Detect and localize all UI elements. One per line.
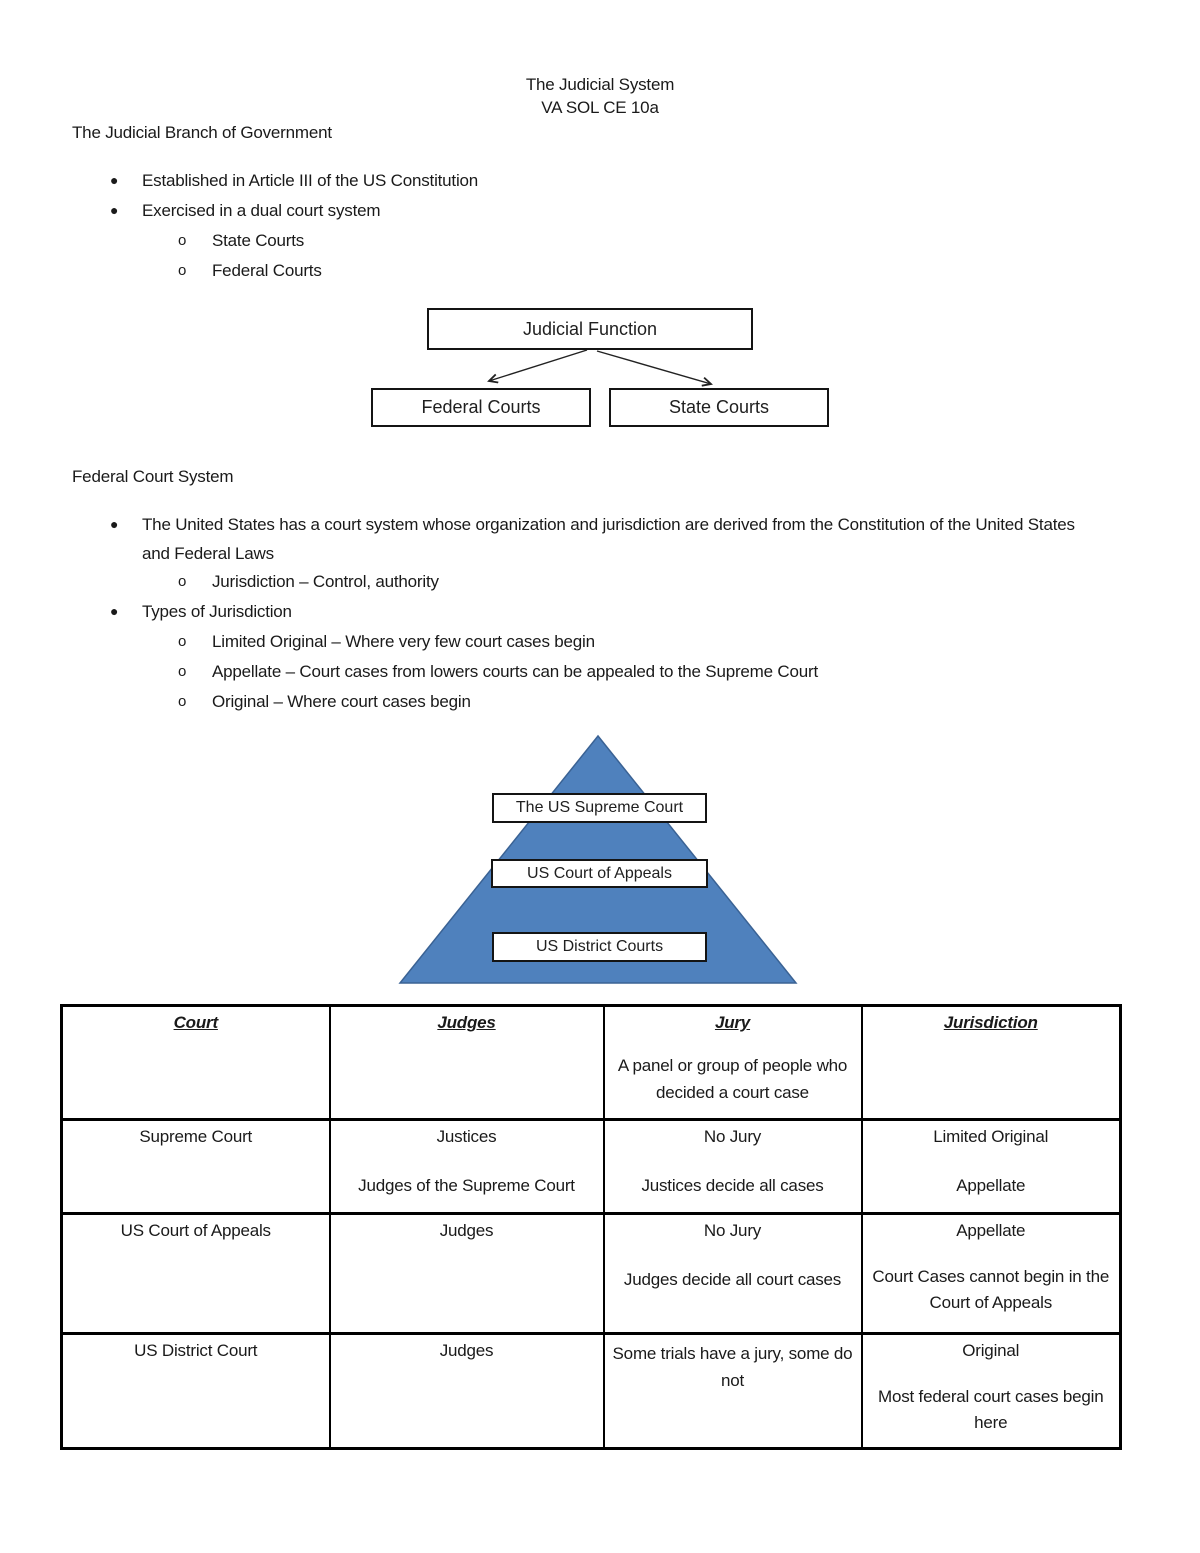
sub-bullet-icon: o [178,232,187,249]
cell-text: US Court of Appeals [120,1221,271,1240]
node-state-courts: State Courts [609,388,829,427]
sub-bullet-icon: o [178,693,187,710]
sub-bullet-item: o Limited Original – Where very few cour… [178,631,595,652]
cell-text: Most federal court cases begin here [877,1387,1104,1432]
header-cell-jury: Jury A panel or group of people who deci… [602,1004,863,1121]
section2-heading: Federal Court System [72,467,234,486]
sub-bullet-icon: o [178,633,187,650]
sub-bullet-item: o Federal Courts [178,260,322,281]
judicial-function-diagram: Judicial Function Federal Courts State C… [350,300,850,435]
cell-text: No Jury [703,1127,762,1146]
pyramid-label: The US Supreme Court [515,799,684,816]
cell-text: Judges decide all court cases [623,1270,842,1289]
pyramid-label: US District Courts [535,938,664,955]
cell-jurisdiction: Original Most federal court cases begin … [860,1332,1122,1450]
sub-bullet-text: Limited Original – Where very few court … [212,632,595,651]
cell-text: No Jury [703,1221,762,1240]
cell-text: Justices [436,1127,497,1146]
bullet-text: Established in Article III of the US Con… [142,171,479,190]
bullet-item: ● The United States has a court system w… [110,510,1090,568]
header-cell-jurisdiction: Jurisdiction [860,1004,1122,1121]
sub-bullet-text: Appellate – Court cases from lowers cour… [212,662,818,681]
cell-text: Supreme Court [139,1127,253,1146]
sub-bullet-icon: o [178,573,187,590]
cell-court: US District Court [60,1332,331,1450]
cell-text: Appellate [956,1176,1026,1195]
cell-jury: Some trials have a jury, some do not [602,1332,863,1450]
node-label: Judicial Function [522,318,658,339]
cell-text: Judges of the Supreme Court [358,1176,575,1195]
cell-text: Appellate [956,1221,1026,1240]
pyramid-level-district-courts: US District Courts [492,932,707,962]
sub-bullet-text: Jurisdiction – Control, authority [212,572,439,591]
sub-bullet-item: o Original – Where court cases begin [178,691,471,712]
sub-bullet-icon: o [178,663,187,680]
pyramid-level-court-of-appeals: US Court of Appeals [491,859,708,888]
cell-judges: Judges [328,1332,605,1450]
cell-text: Some trials have a jury, some do not [612,1344,853,1390]
jury-definition: A panel or group of people who decided a… [617,1056,848,1102]
node-label: Federal Courts [421,397,541,417]
courts-table: Court Judges Jury A panel or group of pe… [60,1004,1122,1450]
cell-judges: Judges [328,1212,605,1335]
connector-arrows [350,349,850,435]
cell-text: Original [962,1341,1020,1360]
bullet-text: Exercised in a dual court system [142,201,381,220]
column-header: Jurisdiction [943,1013,1038,1032]
bullet-text: The United States has a court system who… [142,515,1075,563]
sub-bullet-item: o Appellate – Court cases from lowers co… [178,661,818,682]
sub-bullet-text: State Courts [212,231,305,250]
column-header: Court [173,1013,219,1032]
sub-bullet-text: Original – Where court cases begin [212,692,471,711]
bullet-icon: ● [110,516,119,532]
cell-jury: No Jury Judges decide all court cases [602,1212,863,1335]
cell-jurisdiction: Appellate Court Cases cannot begin in th… [860,1212,1122,1335]
cell-court: Supreme Court [60,1118,331,1215]
cell-jurisdiction: Limited Original Appellate [860,1118,1122,1215]
header-cell-court: Court [60,1004,331,1121]
column-header: Judges [437,1013,496,1032]
node-federal-courts: Federal Courts [371,388,591,427]
cell-text: US District Court [134,1341,258,1360]
cell-text: Judges [439,1221,494,1240]
bullet-icon: ● [110,202,119,218]
bullet-icon: ● [110,603,119,619]
court-hierarchy-pyramid: The US Supreme Court US Court of Appeals… [390,725,810,987]
cell-jury: No Jury Justices decide all cases [602,1118,863,1215]
sub-bullet-item: o State Courts [178,230,304,251]
pyramid-level-supreme-court: The US Supreme Court [492,793,707,823]
cell-text: Justices decide all cases [641,1176,824,1195]
table-header-row: Court Judges Jury A panel or group of pe… [60,1004,1122,1121]
bullet-icon: ● [110,172,119,188]
table-row-court-of-appeals: US Court of Appeals Judges No Jury Judge… [60,1212,1122,1335]
sub-bullet-icon: o [178,262,187,279]
bullet-item: ● Exercised in a dual court system [110,200,381,221]
node-judicial-function: Judicial Function [427,308,753,350]
bullet-item: ● Types of Jurisdiction [110,601,292,622]
sub-bullet-text: Federal Courts [212,261,322,280]
pyramid-label: US Court of Appeals [527,864,672,882]
cell-court: US Court of Appeals [60,1212,331,1335]
bullet-item: ● Established in Article III of the US C… [110,170,478,191]
header-cell-judges: Judges [328,1004,605,1121]
cell-judges: Justices Judges of the Supreme Court [328,1118,605,1215]
section1-heading: The Judicial Branch of Government [72,123,332,142]
bullet-text: Types of Jurisdiction [142,602,292,621]
cell-text: Judges [439,1341,494,1360]
table-row-supreme-court: Supreme Court Justices Judges of the Sup… [60,1118,1122,1215]
node-label: State Courts [668,397,770,417]
cell-text: Court Cases cannot begin in the Court of… [872,1267,1110,1312]
table-row-district-court: US District Court Judges Some trials hav… [60,1332,1122,1450]
doc-subtitle: VA SOL CE 10a [541,98,659,117]
cell-text: Limited Original [933,1127,1049,1146]
sub-bullet-item: o Jurisdiction – Control, authority [178,571,439,592]
doc-title: The Judicial System [525,75,675,94]
column-header: Jury [714,1013,751,1032]
